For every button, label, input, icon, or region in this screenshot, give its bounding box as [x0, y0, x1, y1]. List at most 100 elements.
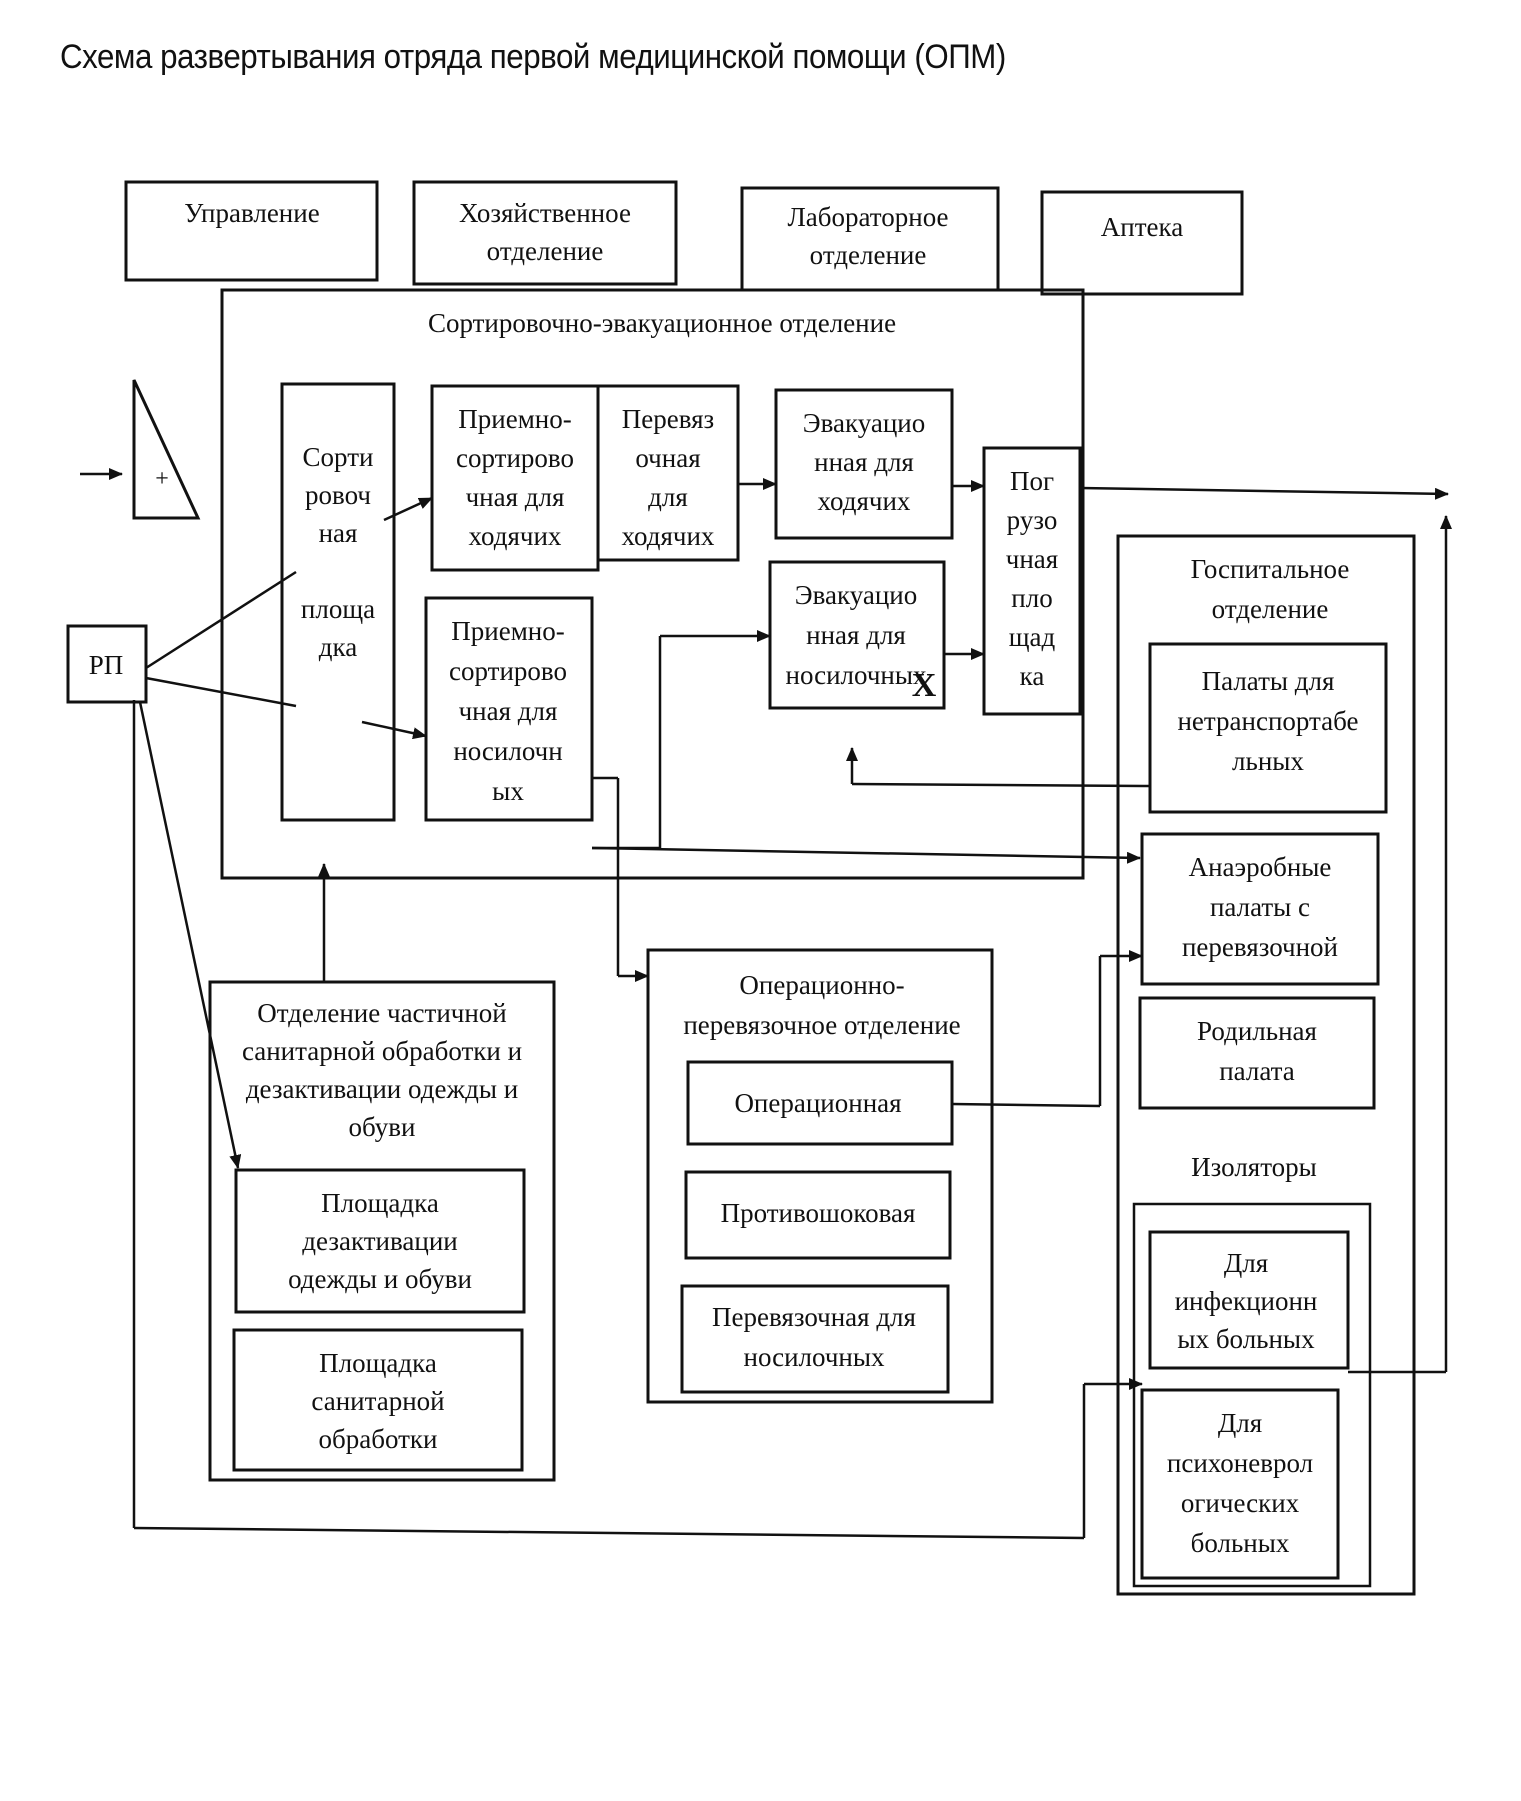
- sanitary-department-label-line: обуви: [349, 1112, 416, 1142]
- hospital-department-label: Госпитальное отделение: [1191, 554, 1350, 624]
- sanitary-area: Площадка санитарной обработки: [232, 1328, 524, 1472]
- maternity-label-line: Родильная: [1197, 1016, 1317, 1046]
- psycho-label: Для психоневрол огических больных: [1167, 1408, 1313, 1558]
- decontamination-area-label-line: дезактивации: [302, 1226, 457, 1256]
- sorting-area-label-line: ровоч: [305, 480, 371, 510]
- dressing-walking-label-line: Перевяз: [622, 404, 714, 434]
- isolators-group: [1132, 1202, 1372, 1588]
- pharmacy-label: Аптека: [1101, 212, 1183, 242]
- evac-stretcher-label-line: нная для: [806, 620, 906, 650]
- isolators-label: Изоляторы: [1191, 1152, 1317, 1182]
- household-label-line: Хозяйственное: [459, 198, 631, 228]
- reception-walking-label-line: сортирово: [456, 443, 574, 473]
- loading-area-label-line: щад: [1009, 622, 1056, 652]
- household-label-line: отделение: [487, 236, 604, 266]
- loading-area-label-line: рузо: [1007, 505, 1058, 535]
- infectious-label-line: ых больных: [1177, 1324, 1315, 1354]
- psycho-label-line: психоневрол: [1167, 1448, 1313, 1478]
- sanitary-area-label-line: санитарной: [311, 1386, 444, 1416]
- reception-walking-label: Приемно-сортирово чная для ходячих: [456, 404, 574, 551]
- reception-walking-label-line: ходячих: [469, 521, 562, 551]
- sanitary-area-label-line: обработки: [319, 1424, 438, 1454]
- hospital-department: Госпитальное отделение: [1116, 534, 1416, 1596]
- operating-department-label-line: перевязочное отделение: [683, 1010, 960, 1040]
- decontamination-area-label-line: Площадка: [321, 1188, 439, 1218]
- psycho-label-line: Для: [1218, 1408, 1262, 1438]
- sorting-evacuation-label: Сортировочно-эвакуационное отделение: [428, 308, 896, 338]
- reception-walking: Приемно-сортирово чная для ходячих: [430, 384, 600, 572]
- evac-walking-label-line: Эвакуацио: [803, 408, 925, 438]
- dressing-stretcher-room: Перевязочная для носилочных: [680, 1284, 950, 1394]
- evac-stretcher-label-line: Эвакуацио: [795, 580, 917, 610]
- non-transportable-label-line: Палаты для: [1202, 666, 1335, 696]
- pharmacy-label-line: Аптека: [1101, 212, 1183, 242]
- hospital-department-label-line: Госпитальное: [1191, 554, 1350, 584]
- diagram-title: Схема развертывания отряда первой медици…: [60, 38, 1006, 76]
- dressing-stretcher-label-line: носилочных: [744, 1342, 885, 1372]
- sanitary-area-label: Площадка санитарной обработки: [311, 1348, 444, 1454]
- management-label: Управление: [184, 198, 319, 228]
- triangle-mark: +: [155, 466, 169, 492]
- psycho-label-line: огических: [1181, 1488, 1300, 1518]
- sorting-area-label-line: ная: [319, 518, 358, 548]
- household-unit: Хозяйственное отделение: [412, 180, 678, 286]
- hospital-department-label-line: отделение: [1212, 594, 1329, 624]
- non-transportable-label-line: льных: [1232, 746, 1304, 776]
- reception-walking-label-line: чная для: [466, 482, 565, 512]
- antishock-room: Противошоковая: [684, 1170, 952, 1260]
- dressing-walking-label-line: для: [648, 482, 688, 512]
- anaerobic-label-line: перевязочной: [1182, 932, 1338, 962]
- psycho-isolator: Для психоневрол огических больных: [1140, 1388, 1340, 1580]
- sanitary-area-label-line: Площадка: [319, 1348, 437, 1378]
- dressing-walking-label-line: очная: [635, 443, 700, 473]
- pharmacy-unit: Аптека: [1040, 190, 1244, 296]
- reception-stretcher-label-line: чная для: [459, 696, 558, 726]
- psycho-label-line: больных: [1191, 1528, 1290, 1558]
- sanitary-department-label-line: дезактивации одежды и: [246, 1074, 518, 1104]
- management-label-line: Управление: [184, 198, 319, 228]
- dressing-stretcher-label-line: Перевязочная для: [712, 1302, 916, 1332]
- rp-box: РП: [66, 624, 148, 704]
- laboratory-unit: Лабораторное отделение: [740, 186, 1000, 292]
- sorting-area-label-line: площа: [301, 594, 375, 624]
- sorting-evacuation-department: Сортировочно-эвакуационное отделение: [220, 288, 1085, 880]
- laboratory-label: Лабораторное отделение: [787, 202, 948, 270]
- operating-room-label: Операционная: [734, 1088, 901, 1118]
- reception-walking-label-line: Приемно-: [458, 404, 571, 434]
- evac-stretcher-label: Эвакуацио нная для носилочных: [786, 580, 927, 690]
- household-label: Хозяйственное отделение: [459, 198, 631, 266]
- operating-department: Операционно-перевязочное отделение: [646, 948, 994, 1404]
- sorting-area-label-line: дка: [319, 632, 357, 662]
- loading-area-label-line: ка: [1020, 661, 1045, 691]
- operating-department-label-line: Операционно-: [739, 970, 904, 1000]
- laboratory-label-line: Лабораторное: [787, 202, 948, 232]
- management-unit: Управление: [124, 180, 379, 282]
- laboratory-label-line: отделение: [810, 240, 927, 270]
- reception-stretcher-label-line: Приемно-: [451, 616, 564, 646]
- evac-stretcher-label-line: носилочных: [786, 660, 927, 690]
- operating-room-label-line: Операционная: [734, 1088, 901, 1118]
- operating-room: Операционная: [686, 1060, 954, 1146]
- reception-stretcher-label-line: сортирово: [449, 656, 567, 686]
- antishock-room-label-line: Противошоковая: [721, 1198, 916, 1228]
- evac-stretcher-mark: X: [912, 667, 937, 704]
